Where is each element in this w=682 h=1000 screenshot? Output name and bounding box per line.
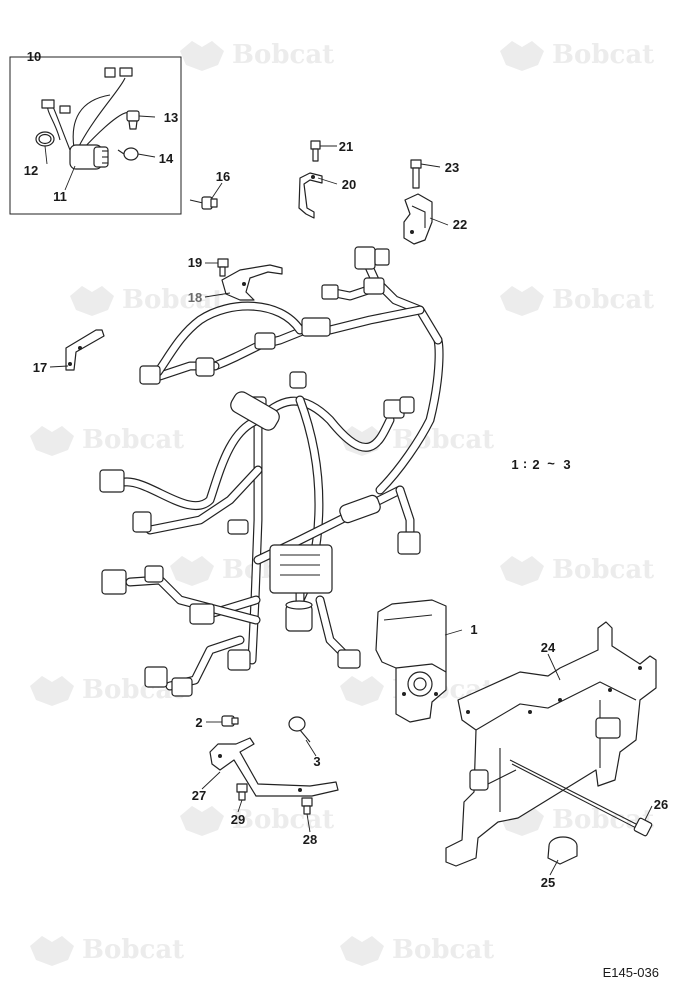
- callout-16: 16: [216, 169, 230, 184]
- bobcat-watermark: Bobcat: [500, 285, 654, 316]
- harness-tube-fill: [361, 254, 442, 344]
- callout-3: 3: [313, 754, 320, 769]
- bobcat-watermark: Bobcat: [500, 555, 654, 586]
- callout-labels: 10 11 12 13 14 16 21 20 23 22 19 18 17 1…: [24, 49, 668, 890]
- bobcat-watermark: Bobcat: [30, 425, 184, 456]
- callout-14: 14: [159, 151, 174, 166]
- sensor-2: [221, 715, 239, 727]
- ref-left: 1: [511, 457, 518, 472]
- bracket-17: [65, 329, 105, 371]
- callout-2: 2: [195, 715, 202, 730]
- bracket-22: [403, 159, 433, 245]
- svg-text:Bobcat: Bobcat: [552, 285, 654, 315]
- bolt-16: [189, 196, 218, 210]
- bolt-26: [509, 759, 653, 837]
- ref-right: 3: [563, 457, 570, 472]
- callout-23: 23: [445, 160, 459, 175]
- callout-12: 12: [24, 163, 38, 178]
- harness-tube-fill: [254, 397, 394, 451]
- ecu-controller: [375, 599, 447, 723]
- callout-11: 11: [53, 189, 67, 204]
- callout-28: 28: [303, 832, 317, 847]
- callout-24: 24: [541, 640, 556, 655]
- bobcat-watermark: Bobcat: [180, 805, 334, 836]
- callout-13: 13: [164, 110, 178, 125]
- harness-tube-fill: [154, 302, 304, 376]
- bracket-18: [217, 258, 283, 301]
- clamp-25: [547, 836, 578, 865]
- svg-text:Bobcat: Bobcat: [552, 555, 654, 585]
- inset-detail-box: [9, 56, 182, 215]
- ref-mid: 2: [532, 457, 539, 472]
- callout-20: 20: [342, 177, 356, 192]
- svg-text:Bobcat: Bobcat: [82, 425, 184, 455]
- callout-26: 26: [654, 797, 668, 812]
- callout-25: 25: [541, 875, 555, 890]
- bobcat-watermark: Bobcat: [500, 40, 654, 71]
- svg-text:Bobcat: Bobcat: [232, 40, 334, 70]
- svg-text:Bobcat: Bobcat: [552, 40, 654, 70]
- bobcat-watermark: Bobcat: [340, 935, 494, 966]
- svg-text:Bobcat: Bobcat: [232, 805, 334, 835]
- callout-1: 1: [470, 622, 477, 637]
- callout-29: 29: [231, 812, 245, 827]
- callout-18: 18: [188, 290, 202, 305]
- bobcat-watermark: Bobcat: [180, 40, 334, 71]
- harness-tube-fill: [121, 416, 262, 509]
- main-wiring-harness: [99, 246, 444, 697]
- diagram-code: E145-036: [603, 965, 659, 980]
- leader-lines: [36, 56, 653, 876]
- ref-sep1: :: [523, 456, 527, 471]
- reference-note: 1 : 2 ~ 3: [511, 456, 570, 472]
- bolt-28: [301, 797, 313, 815]
- ref-sep2: ~: [547, 456, 555, 471]
- bobcat-watermark: Bobcat: [70, 285, 224, 316]
- mounting-frame: [445, 621, 657, 867]
- bolt-29: [236, 783, 248, 801]
- harness-tube-fill: [376, 336, 443, 494]
- callout-17: 17: [33, 360, 47, 375]
- harness-tube-fill: [146, 466, 262, 534]
- ring-3: [288, 716, 311, 743]
- bracket-27: [209, 737, 339, 797]
- svg-text:Bobcat: Bobcat: [392, 935, 494, 965]
- bracket-20: [298, 140, 323, 219]
- callout-21: 21: [339, 139, 353, 154]
- bobcat-watermark: Bobcat: [30, 935, 184, 966]
- callout-27: 27: [192, 788, 206, 803]
- callout-19: 19: [188, 255, 202, 270]
- svg-text:Bobcat: Bobcat: [122, 285, 224, 315]
- callout-22: 22: [453, 217, 467, 232]
- svg-text:Bobcat: Bobcat: [82, 935, 184, 965]
- callout-10: 10: [27, 49, 41, 64]
